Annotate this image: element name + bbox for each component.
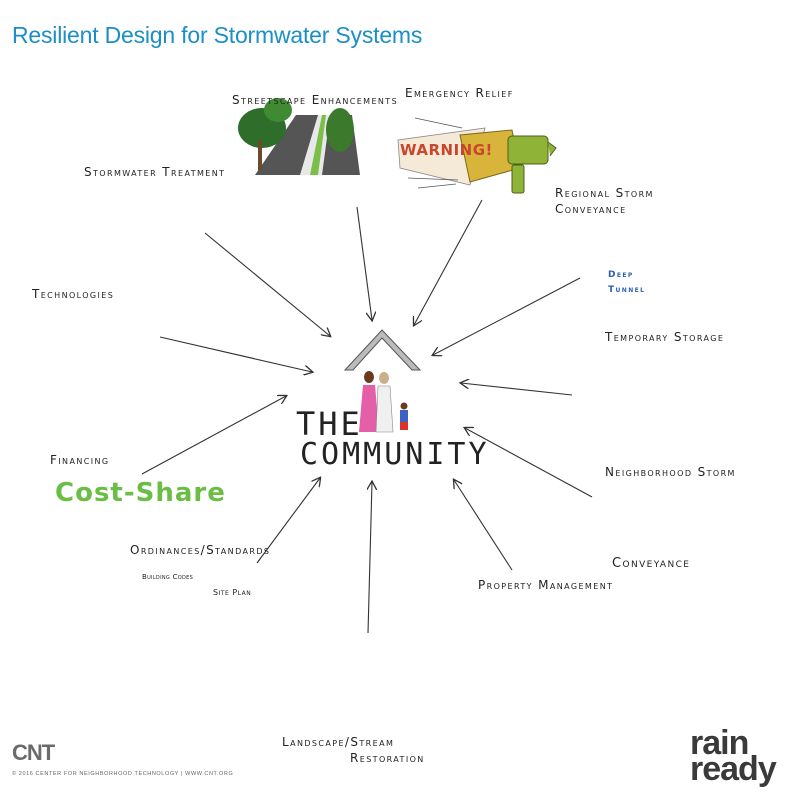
streetscape-illustration xyxy=(238,98,360,175)
rain-ready-logo-line1: rain xyxy=(690,724,749,762)
copyright-text: © 2016 CENTER FOR NEIGHBORHOOD TECHNOLOG… xyxy=(12,771,234,777)
label-temporary-storage: Temporary Storage xyxy=(605,330,725,344)
label-deep-line2: Tunnel xyxy=(608,285,646,295)
arrow-property xyxy=(454,480,513,571)
arrows xyxy=(141,199,593,634)
label-property-management: Property Management xyxy=(478,578,614,592)
arrow-landscape xyxy=(368,482,372,634)
label-deep-line1: Deep xyxy=(608,270,634,280)
label-neighborhood-line2: Conveyance xyxy=(612,556,691,571)
page-title: Resilient Design for Stormwater Systems xyxy=(12,22,423,48)
label-landscape-line2: Restoration xyxy=(350,751,425,765)
site-plan-text: Site Plan xyxy=(213,588,252,597)
arrow-financing xyxy=(141,396,286,475)
label-neighborhood-line1: Neighborhood Storm xyxy=(605,465,736,479)
label-financing: Financing xyxy=(50,453,110,467)
arrow-technologies xyxy=(159,336,312,372)
center-line1: THE xyxy=(296,405,363,443)
arrow-temporary-storage xyxy=(461,383,573,396)
warning-text: WARNING! xyxy=(400,141,493,159)
center-line2: COMMUNITY xyxy=(300,437,490,472)
arrow-regional xyxy=(433,277,581,355)
arrow-stormwater-treatment xyxy=(204,232,330,336)
label-ordinances: Ordinances/Standards xyxy=(130,543,271,557)
arrow-neighborhood xyxy=(465,428,593,498)
warning-megaphone-illustration xyxy=(397,117,557,194)
label-landscape-line1: Landscape/Stream xyxy=(282,735,395,749)
label-stormwater-treatment: Stormwater Treatment xyxy=(84,165,226,179)
rain-ready-logo-line2: ready xyxy=(690,750,777,788)
label-regional-line1: Regional Storm xyxy=(555,186,654,200)
building-codes-text: Building Codes xyxy=(142,573,194,581)
label-regional-line2: Conveyance xyxy=(555,202,627,216)
label-technologies: Technologies xyxy=(32,287,115,301)
label-emergency: Emergency Relief xyxy=(405,86,514,100)
cost-share-text: Cost-Share xyxy=(55,478,226,508)
arrow-ordinances xyxy=(256,478,320,564)
arrow-streetscape xyxy=(356,206,372,320)
community-illustration xyxy=(343,329,422,433)
cnt-logo: CNT xyxy=(12,740,55,765)
label-streetscape: Streetscape Enhancements xyxy=(232,93,399,107)
arrow-emergency xyxy=(414,199,483,325)
